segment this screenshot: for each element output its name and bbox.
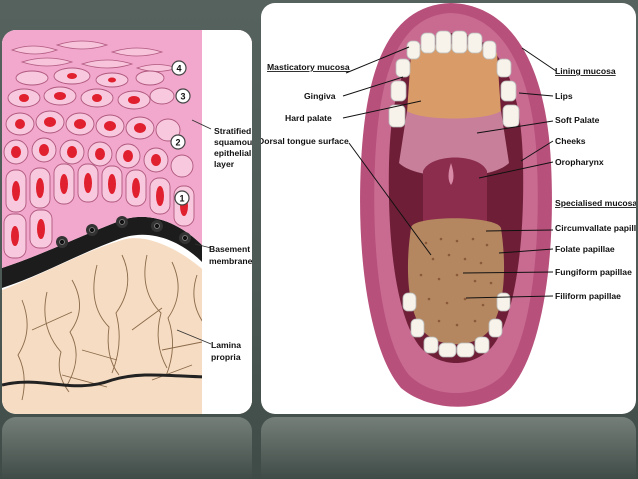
label-masticatory-mucosa: Masticatory mucosa — [267, 62, 350, 72]
oral-mucosa-diagram-panel: Masticatory mucosa Gingiva Hard palate D… — [261, 3, 636, 414]
epithelium-leader-lines — [176, 119, 212, 345]
mouth-labels-right: Lining mucosa Lips Soft Palate Cheeks Or… — [555, 66, 636, 301]
label-cheeks: Cheeks — [555, 136, 586, 146]
layer-number-1: 1 — [179, 194, 184, 204]
label-hard-palate: Hard palate — [285, 113, 332, 123]
label-lamina-2: propria — [211, 352, 241, 362]
label-stratified-1: Stratified — [214, 126, 251, 136]
label-gingiva: Gingiva — [304, 91, 336, 101]
label-dorsal-tongue-surface: Dorsal tongue surface — [261, 136, 349, 146]
label-stratified-3: epithelial — [214, 148, 251, 158]
layer-number-4: 4 — [176, 64, 181, 74]
epithelium-labels: Stratified squamous epithelial layer Bas… — [209, 126, 252, 362]
layer-marker-2 — [170, 134, 186, 150]
label-stratified-4: layer — [214, 159, 235, 169]
label-circumvallate-papillae: Circumvallate papillae — [555, 223, 636, 233]
label-specialised-mucosa: Specialised mucosa — [555, 198, 636, 208]
layer-marker-1 — [174, 190, 190, 206]
label-fungiform-papillae: Fungiform papillae — [555, 267, 632, 277]
label-basement-2: membrane — [209, 256, 252, 266]
right-panel-reflection — [261, 417, 636, 479]
label-folate-papillae: Folate papillae — [555, 244, 615, 254]
uvula — [448, 163, 454, 185]
lamina-propria — [2, 238, 252, 414]
soft-palate — [399, 111, 509, 177]
layer-number-markers: 4 3 2 1 — [170, 60, 191, 206]
upper-teeth — [388, 30, 520, 128]
hard-palate — [407, 44, 501, 119]
tongue — [407, 218, 505, 345]
label-oropharynx: Oropharynx — [555, 157, 604, 167]
oropharynx — [423, 157, 487, 233]
label-lamina-1: Lamina — [211, 340, 241, 350]
label-basement-1: Basement — [209, 244, 250, 254]
label-lips: Lips — [555, 91, 573, 101]
label-soft-palate: Soft Palate — [555, 115, 600, 125]
epithelium-diagram-panel: 4 3 2 1 Stratified squamous epithelial l… — [2, 30, 252, 414]
cell-nuclei — [11, 73, 188, 246]
mouth-leader-lines — [342, 46, 557, 299]
label-stratified-2: squamous — [214, 137, 252, 147]
layer-number-2: 2 — [175, 138, 180, 148]
lower-teeth — [402, 292, 511, 358]
layer-marker-4 — [171, 60, 187, 76]
label-filiform-papillae: Filiform papillae — [555, 291, 621, 301]
basement-membrane — [2, 216, 202, 288]
basal-cells — [56, 216, 191, 248]
layer-marker-3 — [175, 88, 191, 104]
mouth-labels-left: Masticatory mucosa Gingiva Hard palate D… — [261, 62, 350, 146]
tongue-papillae — [419, 237, 493, 327]
epithelium-diagram: 4 3 2 1 Stratified squamous epithelial l… — [2, 30, 252, 414]
superficial-cells — [10, 40, 179, 72]
label-lining-mucosa: Lining mucosa — [555, 66, 616, 76]
oral-mucosa-diagram: Masticatory mucosa Gingiva Hard palate D… — [261, 3, 636, 407]
layer-number-3: 3 — [180, 92, 185, 102]
left-panel-reflection — [2, 417, 252, 479]
